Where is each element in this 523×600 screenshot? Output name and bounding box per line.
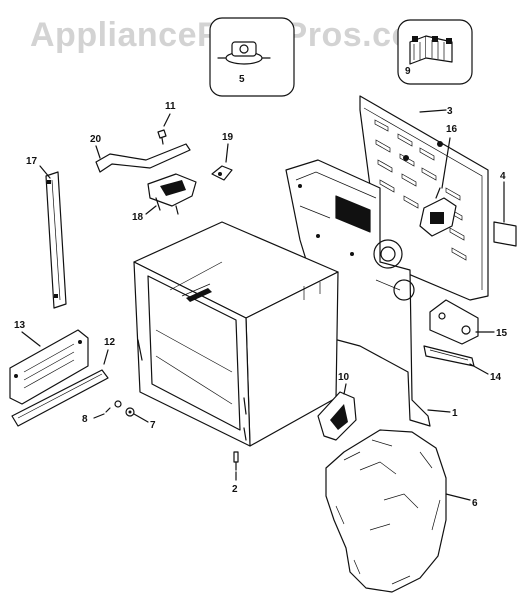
part-17-vertical-rail[interactable] — [45, 171, 67, 309]
part-11-screw[interactable] — [157, 129, 167, 145]
part-18-lock-assembly[interactable] — [147, 173, 197, 215]
part-19-latch[interactable] — [211, 165, 233, 181]
part-4-cover-plate[interactable] — [493, 221, 517, 247]
part-7-nut[interactable] — [125, 407, 135, 417]
callout-18: 18 — [132, 212, 144, 223]
callout-3: 3 — [447, 106, 453, 117]
part-20-rod-bracket[interactable] — [95, 143, 191, 173]
part-6-insulation-blanket[interactable] — [325, 429, 447, 593]
part-10-hinge[interactable] — [317, 391, 357, 441]
callout-1: 1 — [452, 408, 458, 419]
part-13-bottom-panel[interactable] — [9, 329, 89, 405]
callout-7: 7 — [150, 420, 156, 431]
callout-10: 10 — [338, 372, 350, 383]
part-3-rear-panel[interactable] — [359, 95, 489, 301]
part-5-inset[interactable] — [209, 17, 295, 97]
part-14-lower-rail[interactable] — [423, 345, 475, 367]
callout-15: 15 — [496, 328, 508, 339]
part-15-mount-bracket[interactable] — [429, 299, 479, 345]
part-16-bracket[interactable] — [419, 187, 457, 237]
callout-19: 19 — [222, 132, 234, 143]
part-8-screw[interactable] — [105, 400, 122, 413]
callout-2: 2 — [232, 484, 238, 495]
callout-16: 16 — [446, 124, 458, 135]
part-2-screw[interactable] — [233, 451, 239, 471]
callout-14: 14 — [490, 372, 502, 383]
callout-11: 11 — [165, 101, 176, 112]
callout-9: 9 — [405, 66, 411, 77]
callout-6: 6 — [472, 498, 478, 509]
callout-13: 13 — [14, 320, 26, 331]
callout-17: 17 — [26, 156, 38, 167]
callout-5: 5 — [239, 74, 245, 85]
callout-12: 12 — [104, 337, 116, 348]
oven-cavity-box[interactable] — [133, 221, 339, 447]
callout-4: 4 — [500, 171, 506, 182]
part-9-inset[interactable] — [397, 19, 473, 85]
callout-8: 8 — [82, 414, 88, 425]
callout-20: 20 — [90, 134, 102, 145]
part-12-trim-strip[interactable] — [11, 369, 109, 427]
